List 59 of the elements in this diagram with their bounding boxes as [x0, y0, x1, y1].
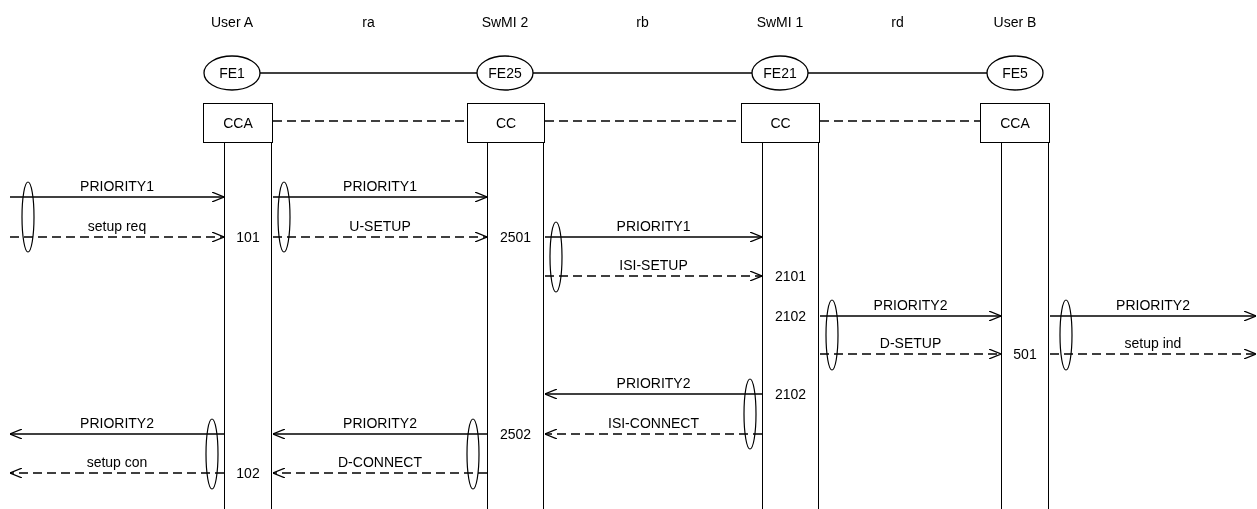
state-number: 501 [1012, 346, 1038, 362]
lifeline [487, 143, 544, 509]
message-arrow [544, 388, 763, 400]
message-arrow [9, 231, 225, 243]
process-box: CC [741, 103, 820, 143]
message-arrow [272, 231, 488, 243]
state-number: 2102 [773, 386, 808, 402]
edge-label: D-CONNECT [336, 454, 424, 470]
edge-label: PRIORITY2 [871, 297, 950, 313]
edge-label: PRIORITY2 [614, 375, 693, 391]
edge-label: setup con [84, 454, 150, 470]
connector-line [819, 120, 981, 122]
state-number: 2102 [773, 308, 808, 324]
edge-label: U-SETUP [347, 218, 413, 234]
entity-heading: User B [992, 14, 1038, 30]
edge-label: PRIORITY2 [341, 415, 419, 431]
edge-label: ISI-CONNECT [606, 415, 701, 431]
message-arrow [1049, 348, 1257, 360]
edge-label: PRIORITY1 [614, 218, 693, 234]
message-arrow [544, 231, 763, 243]
entity-heading: SwMI 1 [755, 14, 805, 30]
process-box: CC [467, 103, 545, 143]
message-arrow [819, 310, 1002, 322]
process-box: CCA [203, 103, 273, 143]
entity-label: FE25 [487, 65, 523, 81]
state-number: 2502 [498, 426, 533, 442]
edge-label: setup req [85, 218, 149, 234]
message-arrow [544, 428, 763, 440]
lifeline [224, 143, 272, 509]
message-arrow [1049, 310, 1257, 322]
lifeline [1001, 143, 1049, 509]
message-arrow [819, 348, 1002, 360]
process-box: CCA [980, 103, 1050, 143]
state-number: 2501 [498, 229, 533, 245]
entity-label: FE5 [1001, 65, 1029, 81]
entity-label: FE1 [218, 65, 246, 81]
state-number: 102 [235, 465, 261, 481]
edge-label: rd [889, 14, 906, 30]
entity-heading: SwMI 2 [480, 14, 530, 30]
state-number: 2101 [773, 268, 808, 284]
message-arrow [9, 191, 225, 203]
edge-label: rb [634, 14, 651, 30]
edge-label: PRIORITY1 [78, 178, 156, 194]
edge-label: PRIORITY1 [341, 178, 419, 194]
state-number: 101 [235, 229, 261, 245]
edge-label: D-SETUP [877, 335, 944, 351]
edge-label: PRIORITY2 [78, 415, 156, 431]
message-arrow [9, 428, 225, 440]
entity-heading: User A [210, 14, 254, 30]
message-arrow [272, 467, 488, 479]
edge-label: setup ind [1122, 335, 1184, 351]
message-arrow [544, 270, 763, 282]
message-arrow [272, 191, 488, 203]
edge-label: ISI-SETUP [617, 257, 690, 273]
entity-label: FE21 [762, 65, 798, 81]
message-arrow [9, 467, 225, 479]
lifeline [762, 143, 819, 509]
edge-label: PRIORITY2 [1114, 297, 1192, 313]
message-arrow [272, 428, 488, 440]
